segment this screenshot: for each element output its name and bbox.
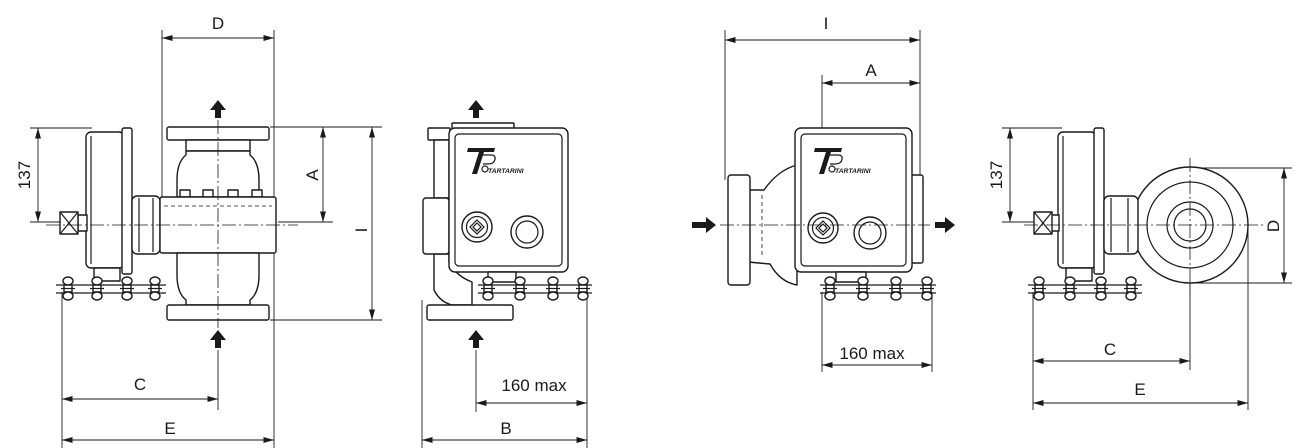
dimension-d-label: D (212, 14, 224, 33)
extension-lines (1002, 127, 1292, 410)
dimension-a-label: A (303, 169, 322, 181)
bolt (89, 276, 105, 301)
logo-text: TARTARINI (488, 168, 524, 175)
bolt-chain (56, 276, 166, 301)
dimension-160-max-label: 160 max (839, 344, 905, 363)
dimension-e-label: E (164, 419, 175, 438)
dimension-i-label: I (824, 14, 829, 33)
dimension-i-label: I (352, 228, 371, 233)
bolt (480, 276, 496, 301)
gauge-port (510, 215, 544, 249)
bolt (1093, 276, 1109, 301)
side-view: TARTARINI 160 max B (421, 100, 592, 448)
logo-text: TARTARINI (835, 168, 871, 175)
dimension-137-label: 137 (987, 161, 1006, 189)
valve-pipe (422, 127, 514, 321)
actuator-box (794, 127, 913, 283)
dimension-c-label: C (134, 375, 146, 394)
position-indicator (59, 211, 88, 235)
inlet-flange (727, 174, 751, 286)
bolt (855, 276, 871, 301)
front-view: D 137 A I C E (15, 14, 382, 448)
actuator-housing (85, 127, 133, 282)
bolt (1123, 276, 1139, 301)
actuator-nut (422, 197, 450, 255)
bolt (575, 276, 591, 301)
bolt (512, 276, 528, 301)
top-view: TARTARINI I A 160 max (692, 14, 955, 372)
bolt (119, 276, 135, 301)
tartarini-logo: TARTARINI (813, 147, 871, 175)
dimension-c-label: C (1104, 340, 1116, 359)
dimension-d-label: D (1264, 220, 1283, 232)
actuator-housing (1057, 127, 1105, 282)
bolt (60, 276, 76, 301)
flow-arrow-icon (692, 217, 716, 233)
position-indicator (1033, 211, 1060, 235)
bolt (1062, 276, 1078, 301)
end-view: 137 D C E (987, 127, 1292, 410)
actuator-box (448, 122, 569, 283)
dimension-a-label: A (865, 61, 877, 80)
dimension-137-label: 137 (15, 161, 34, 189)
bolt (147, 276, 163, 301)
bolt (545, 276, 561, 301)
flow-arrow-icon (468, 330, 484, 348)
gauge-port (853, 216, 887, 250)
bolt (919, 276, 935, 301)
extension-lines (724, 30, 933, 372)
flow-arrow-icon (210, 330, 226, 348)
bolt (1031, 276, 1047, 301)
flow-arrow-icon (468, 100, 484, 118)
dimension-b-label: B (500, 419, 511, 438)
bottom-flange (426, 304, 514, 321)
bolt (888, 276, 904, 301)
bolt-chain (1028, 276, 1142, 301)
adjustment-knob (461, 211, 493, 243)
flow-arrow-icon (210, 100, 226, 118)
flow-arrow-icon (935, 217, 955, 233)
bolt (822, 276, 838, 301)
bolt-chain (478, 276, 592, 301)
dimension-e-label: E (1134, 380, 1145, 399)
tartarini-logo: TARTARINI (466, 147, 524, 175)
dimension-160-max-label: 160 max (501, 376, 567, 395)
adjustment-knob (807, 212, 839, 244)
bolt-chain (820, 276, 936, 301)
